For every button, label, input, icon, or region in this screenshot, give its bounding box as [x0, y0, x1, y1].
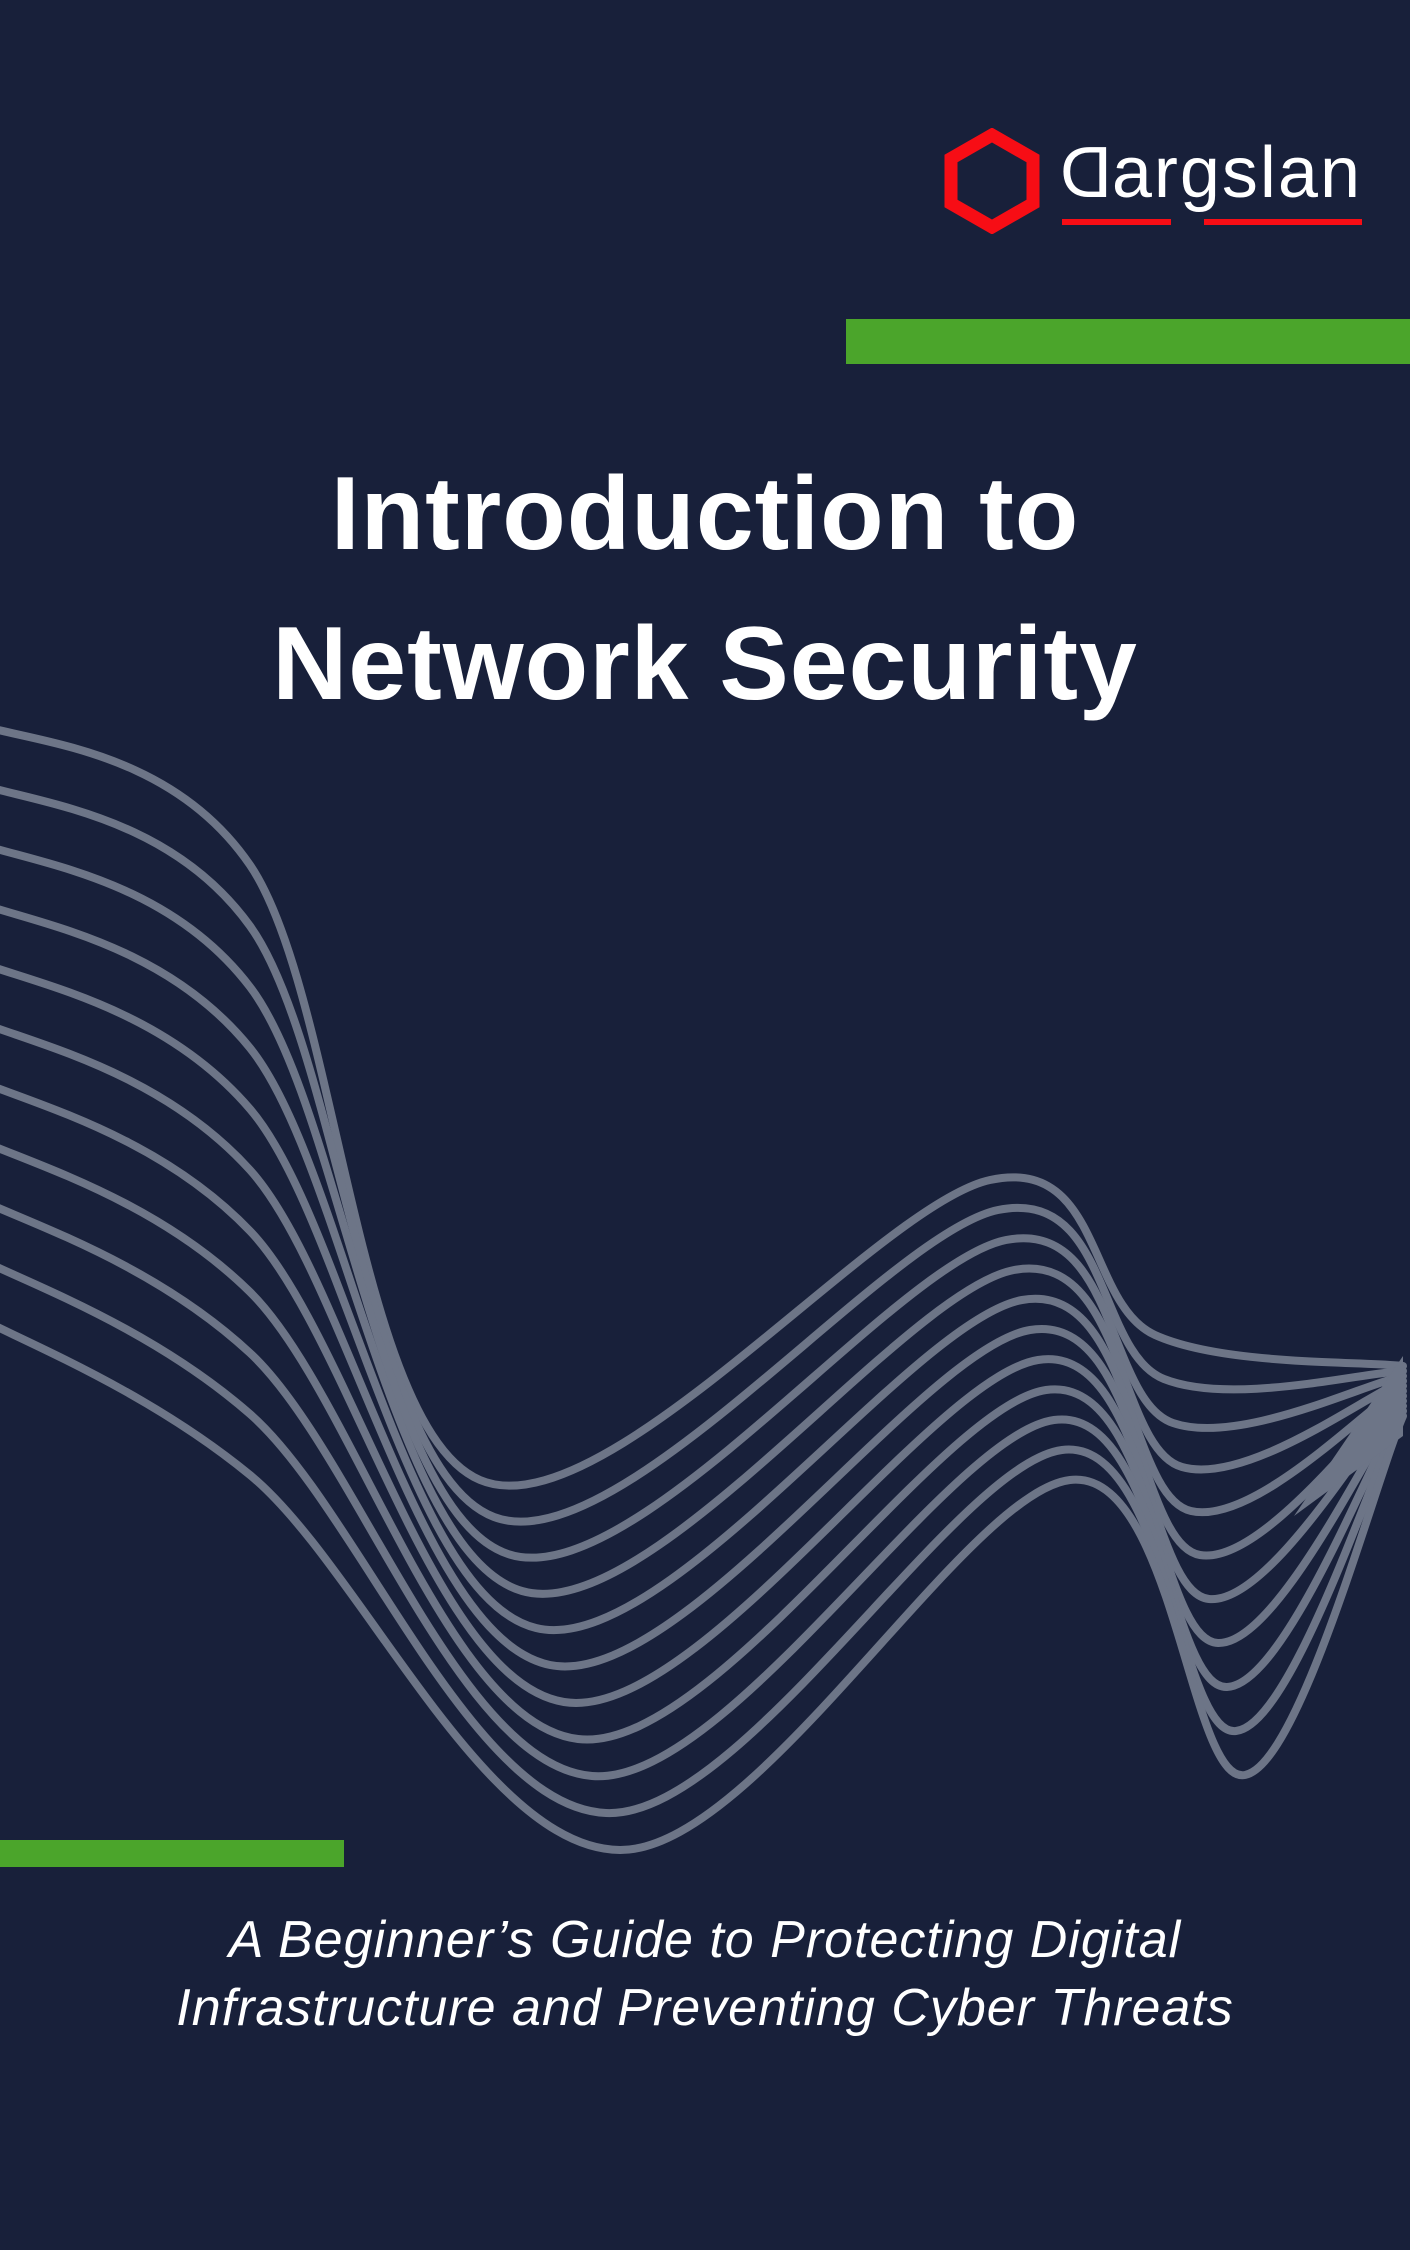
wave-line — [0, 1264, 1407, 1818]
wordmark-rest: argslan — [1111, 133, 1362, 213]
hexagon-icon — [944, 128, 1040, 234]
hexagon-outline-shape — [944, 128, 1040, 234]
wave-line — [0, 726, 1407, 1490]
wordmark-first-letter: D — [1057, 133, 1112, 213]
wave-line — [0, 1084, 1407, 1707]
wave-convergence-tip — [1294, 1356, 1403, 1516]
accent-bar-top — [846, 319, 1410, 364]
accent-bar-bottom — [0, 1840, 344, 1867]
wave-line — [0, 905, 1407, 1598]
subtitle-line-2: Infrastructure and Preventing Cyber Thre… — [176, 1979, 1234, 2037]
book-title: Introduction to Network Security — [0, 439, 1410, 739]
wave-line — [0, 1024, 1407, 1671]
wave-line — [0, 785, 1407, 1526]
wave-line — [0, 1323, 1407, 1855]
wave-line — [0, 845, 1407, 1562]
wave-line — [0, 1204, 1407, 1781]
wordmark-underline-right — [1203, 219, 1362, 225]
subtitle-line-1: A Beginner’s Guide to Protecting Digital — [228, 1911, 1182, 1969]
title-line-1: Introduction to — [330, 456, 1080, 572]
wave-line — [0, 965, 1407, 1635]
wave-line — [0, 1144, 1407, 1744]
title-line-2: Network Security — [272, 606, 1138, 722]
brand-logo: Dargslan — [944, 128, 1362, 234]
wordmark-underline-left — [1061, 219, 1172, 225]
brand-wordmark: Dargslan — [1057, 133, 1362, 225]
book-subtitle: A Beginner’s Guide to Protecting Digital… — [0, 1906, 1410, 2042]
